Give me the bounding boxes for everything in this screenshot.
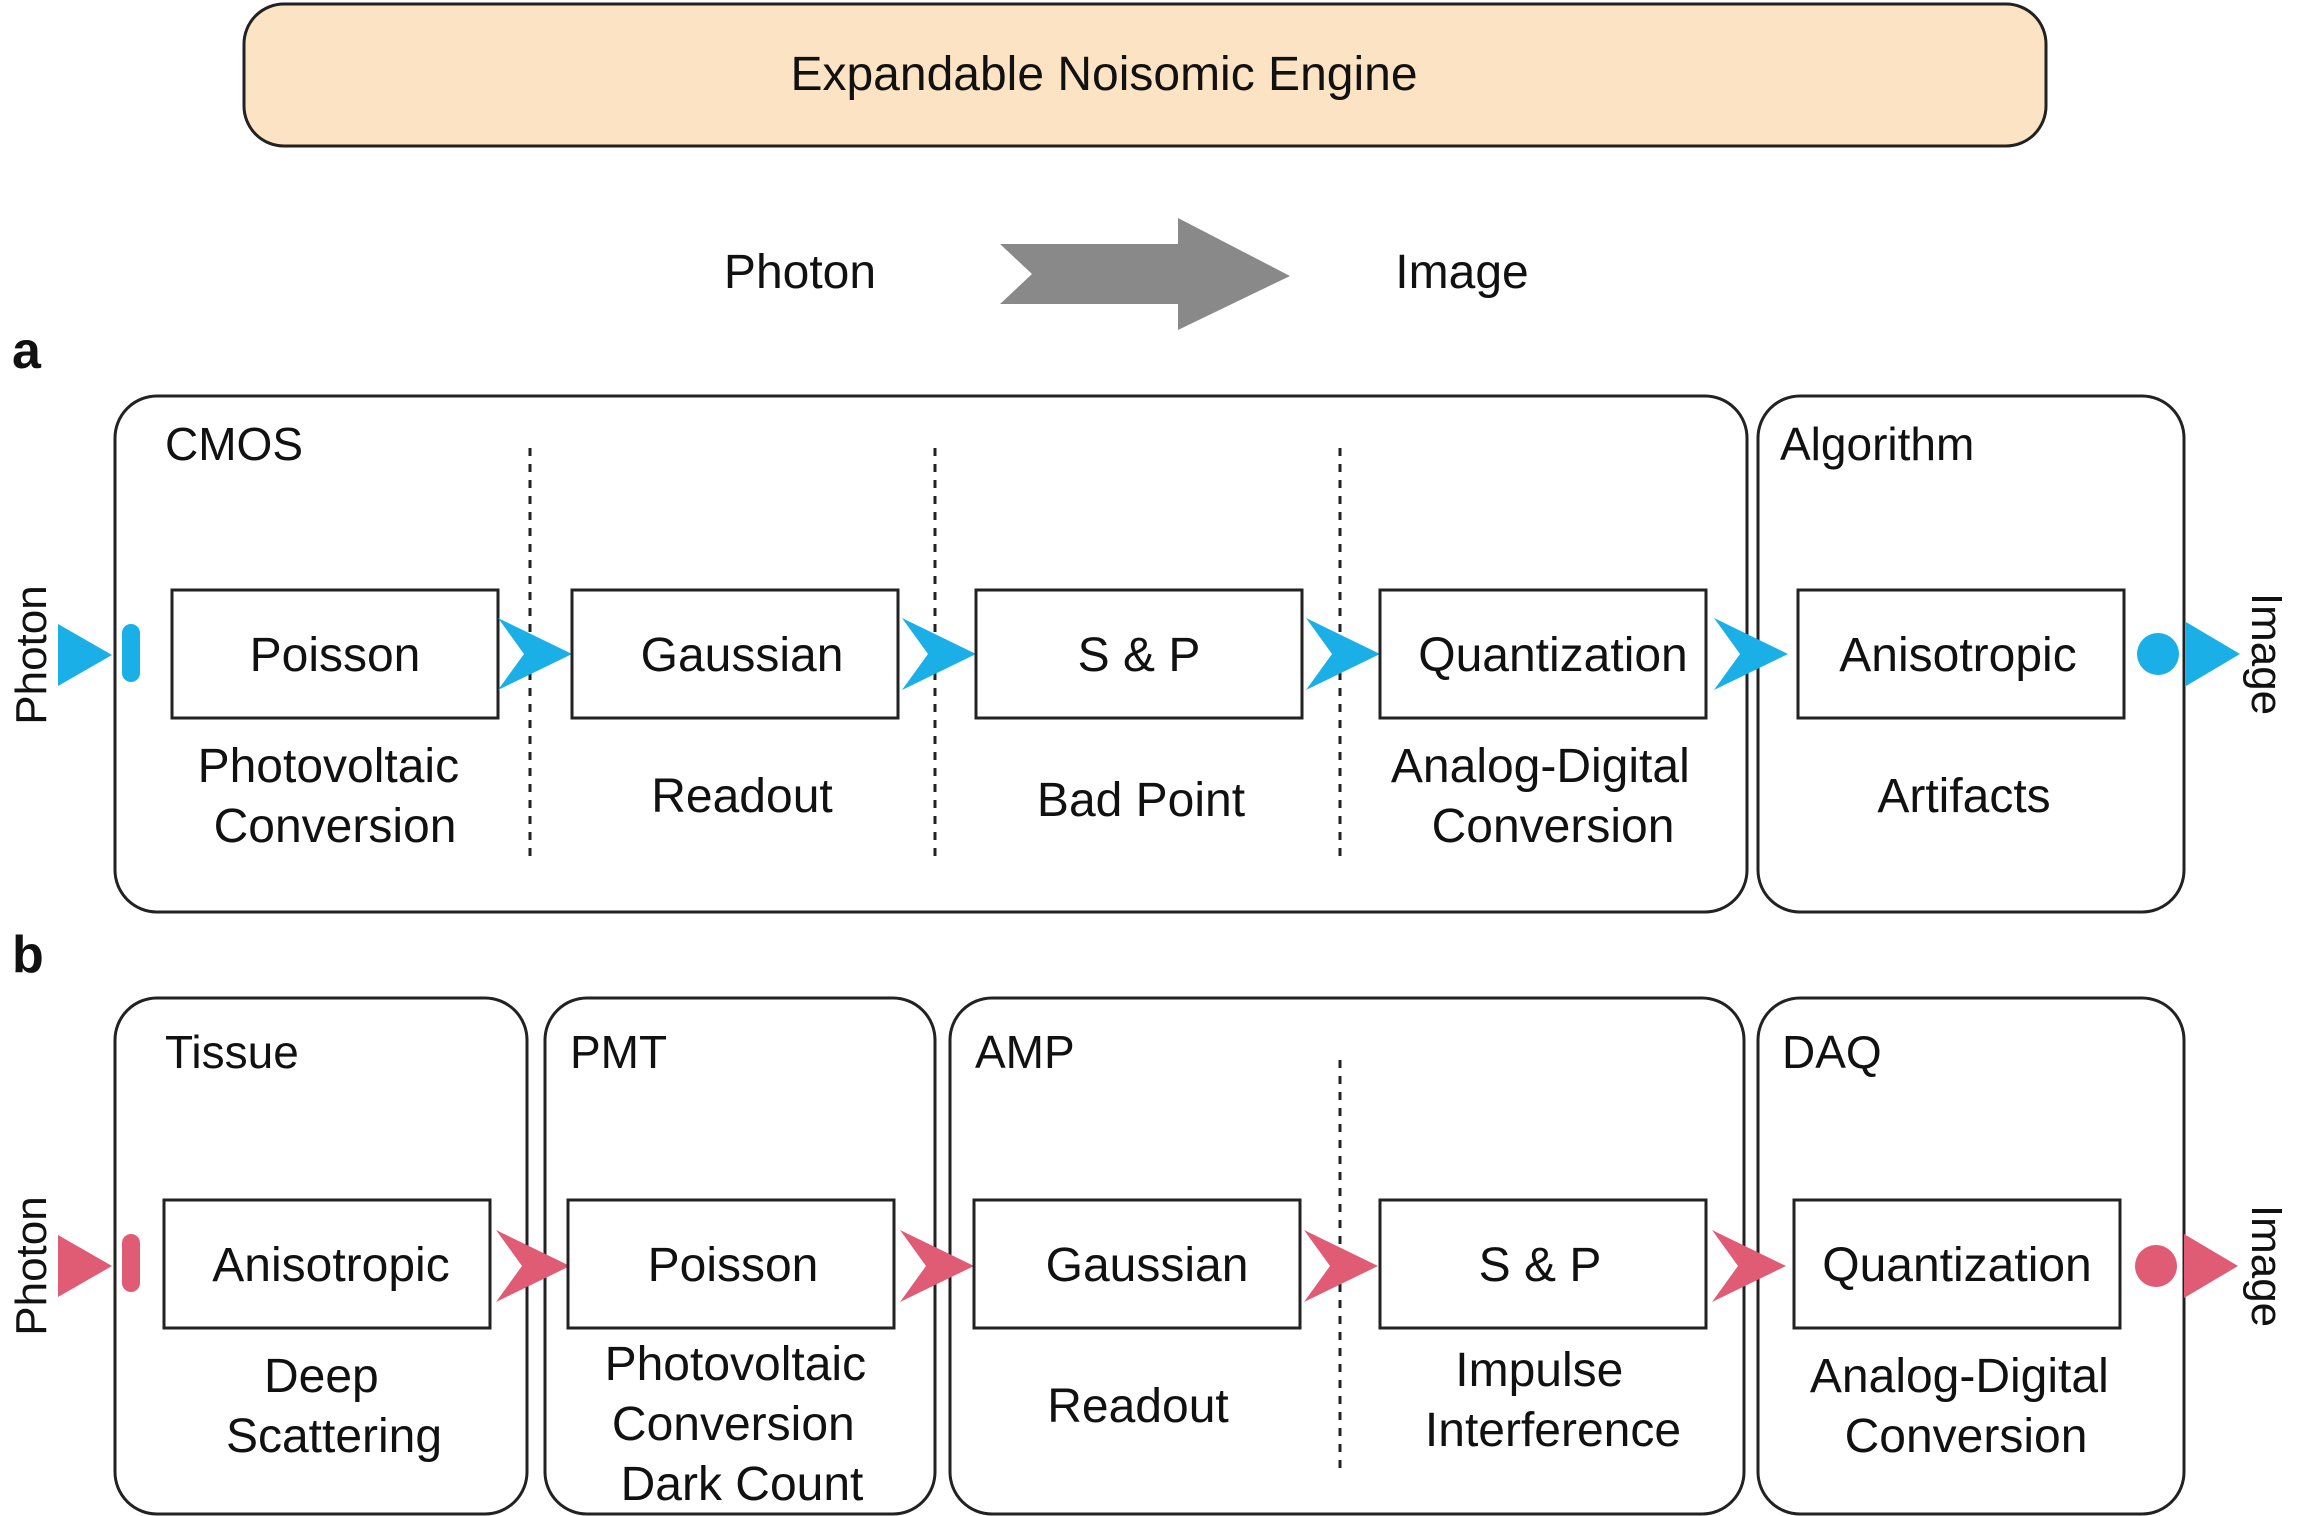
panel-b-letter: b [12,926,44,984]
panel-b-group-daq: DAQ [1756,996,2186,1516]
output-dot-icon [2137,633,2179,675]
group-label: Algorithm [1780,418,1974,470]
chevron-right-icon [902,618,976,690]
group-label: AMP [975,1026,1075,1078]
chevron-right-icon [496,1230,570,1302]
stage-box-label: Gaussian [1046,1239,1249,1292]
flow-to-label: Image [1395,246,1528,299]
panel-a-group-algorithm: Algorithm [1756,394,2186,914]
stage-description: Impulse Interference [1425,1344,1681,1457]
group-label: DAQ [1782,1026,1882,1078]
input-arrow-icon [58,1235,112,1297]
stage-box-anisotropic: Anisotropic [162,1198,492,1330]
stage-description: Analog-Digital Conversion [1810,1350,2122,1463]
stage-box-quantization: Quantization [1792,1198,2122,1330]
output-dot-icon [2135,1245,2177,1287]
stage-box-poisson: Poisson [170,588,500,720]
stage-description: Artifacts [1877,770,2050,823]
stage-box-label: S & P [1078,629,1201,682]
stage-box-label: Quantization [1418,629,1688,682]
stage-description: Analog-Digital Conversion [1391,740,1703,853]
panel-a-output-label: Image [2242,593,2291,715]
stage-description: Readout [651,770,832,823]
stage-box-quantization: Quantization [1378,588,1708,720]
stage-box-poisson: Poisson [566,1198,896,1330]
stage-box-label: S & P [1479,1239,1602,1292]
stage-description: Photovoltaic Conversion Dark Count [605,1338,880,1511]
stage-box-label: Gaussian [641,629,844,682]
engine-banner [242,2,2048,148]
panel-a-letter: a [12,322,42,380]
engine-title: Expandable Noisomic Engine [790,48,1417,101]
output-arrow-icon [2186,622,2240,686]
panel-b-input-label: Photon [7,1196,56,1335]
stage-box-label: Poisson [648,1239,819,1292]
input-bar-icon [122,1234,140,1292]
stage-box-anisotropic: Anisotropic [1796,588,2126,720]
chevron-right-icon [1712,1230,1786,1302]
chevron-right-icon [1306,618,1380,690]
chevron-right-icon [498,618,572,690]
stage-box-label: Anisotropic [1839,629,2076,682]
stage-box-gaussian: Gaussian [972,1198,1302,1330]
group-label: PMT [570,1026,667,1078]
stage-box-label: Anisotropic [212,1239,449,1292]
panel-a-input-label: Photon [7,585,56,724]
stage-box-gaussian: Gaussian [570,588,900,720]
stage-box-label: Quantization [1822,1239,2092,1292]
chevron-right-icon [1304,1230,1378,1302]
stage-description: Readout [1047,1380,1228,1433]
flow-from-label: Photon [724,246,876,299]
stage-box-s-and-p: S & P [1378,1198,1708,1330]
stage-box-s-and-p: S & P [974,588,1304,720]
input-arrow-icon [58,624,112,686]
input-bar-icon [122,624,140,682]
group-label: CMOS [165,418,303,470]
stage-description: Photovoltaic Conversion [198,740,473,853]
group-label: Tissue [165,1026,299,1078]
stage-box-label: Poisson [250,629,421,682]
chevron-right-icon [1714,618,1788,690]
stage-description: Deep Scattering [226,1350,442,1463]
output-arrow-icon [2184,1234,2238,1298]
stage-description: Bad Point [1037,774,1245,827]
panel-b-output-label: Image [2242,1205,2291,1327]
flow-arrow-icon [1000,218,1290,330]
chevron-right-icon [900,1230,974,1302]
panel-b-group-tissue: Tissue [113,996,529,1516]
